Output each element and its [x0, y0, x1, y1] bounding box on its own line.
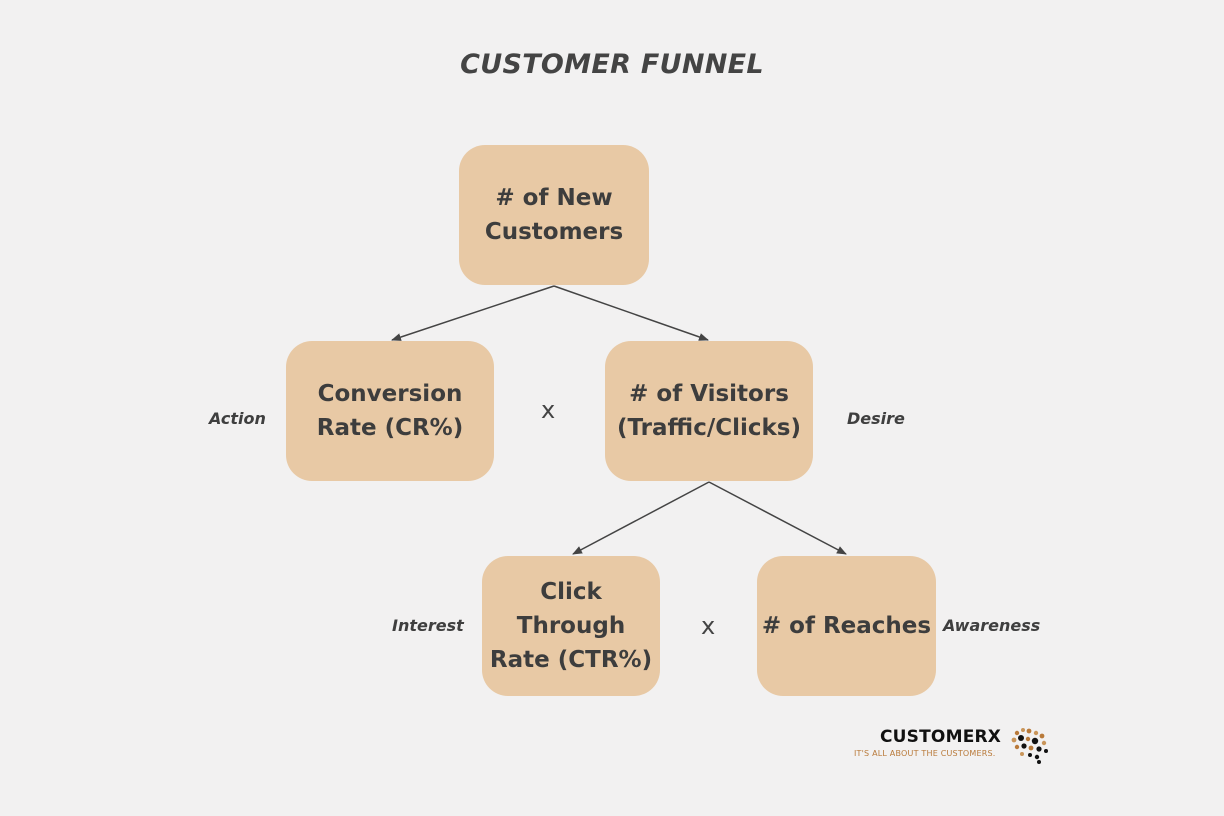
arrow-to-visitors — [553, 285, 709, 341]
multiply-operator-level1: x — [541, 396, 556, 424]
stage-label-desire: Desire — [847, 409, 905, 428]
diagram-title: CUSTOMER FUNNEL — [460, 49, 764, 80]
node-line: Customers — [484, 219, 624, 245]
stage-label-interest: Interest — [392, 616, 464, 635]
node-line: # of Reaches — [761, 613, 932, 639]
node-line: Conversion — [317, 381, 463, 407]
stage-label-action: Action — [209, 409, 266, 428]
node-line: Rate (CR%) — [316, 415, 464, 441]
node-line: (Traffic/Clicks) — [617, 415, 801, 441]
stage-label-awareness: Awareness — [943, 616, 1041, 635]
node-line: Click — [540, 579, 602, 605]
node-conversion-rate: Conversion Rate (CR%) — [286, 341, 494, 481]
logo-tagline: IT'S ALL ABOUT THE CUSTOMERS. — [854, 749, 996, 758]
arrow-to-conversion — [391, 285, 555, 341]
node-visitors: # of Visitors (Traffic/Clicks) — [605, 341, 813, 481]
multiply-operator-level2: x — [701, 612, 716, 640]
node-line: Rate (CTR%) — [489, 647, 653, 673]
node-line: Through — [516, 613, 626, 639]
node-new-customers: # of New Customers — [459, 145, 649, 285]
arrow-to-reaches — [708, 481, 847, 555]
node-click-through-rate: Click Through Rate (CTR%) — [482, 556, 660, 696]
node-line: # of Visitors — [629, 381, 789, 407]
node-reaches: # of Reaches — [757, 556, 936, 696]
logo-wordmark: CUSTOMERX — [880, 727, 1002, 747]
node-line: # of New — [495, 185, 613, 211]
customerx-logo: CUSTOMERX IT'S ALL ABOUT THE CUSTOMERS. — [853, 727, 1053, 767]
arrow-to-ctr — [572, 481, 710, 555]
logo-dots-icon — [1011, 728, 1048, 764]
